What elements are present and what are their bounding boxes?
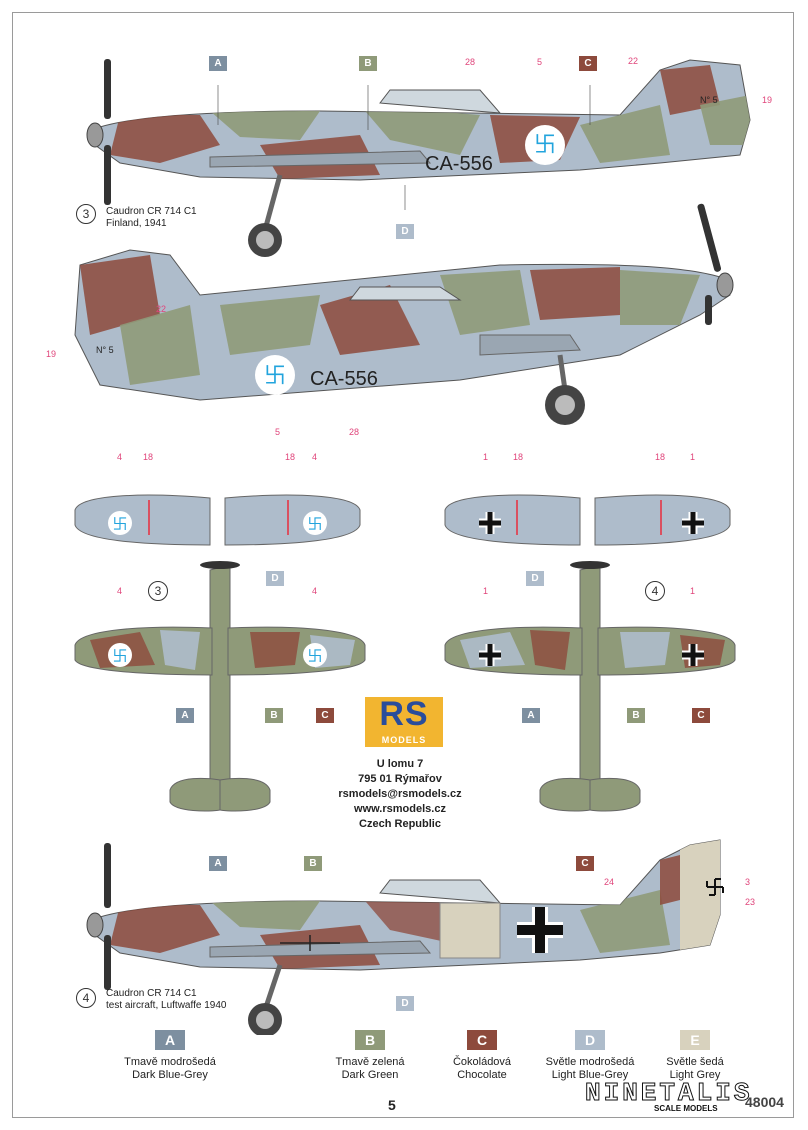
svg-text:卐: 卐	[307, 515, 322, 533]
callout-number: 4	[312, 586, 318, 596]
color-callout-B: B	[359, 56, 377, 71]
variant-number-4: 4	[76, 988, 96, 1008]
svg-text:N° 5: N° 5	[96, 345, 114, 355]
color-callout-D: D	[396, 224, 414, 239]
page-number: 5	[388, 1097, 396, 1113]
variant-number-3: 3	[148, 581, 168, 601]
color-callout-C: C	[316, 708, 334, 723]
svg-text:卐: 卐	[534, 133, 556, 158]
callout-number: 5	[537, 57, 543, 67]
callout-number: 28	[465, 57, 476, 67]
callout-number: 3	[745, 877, 751, 887]
legend-swatch-C: C	[467, 1030, 497, 1050]
callout-number: 24	[604, 877, 615, 887]
svg-text:卐: 卐	[264, 364, 286, 389]
callout-number: 1	[483, 452, 489, 462]
callout-number: 4	[312, 452, 318, 462]
publisher-address: U lomu 7 795 01 Rýmařov rsmodels@rsmodel…	[338, 758, 462, 830]
color-callout-B: B	[304, 856, 322, 871]
legend-swatch-D: D	[575, 1030, 605, 1050]
callout-number: 19	[762, 95, 773, 105]
rs-models-logo: RS MODELS	[365, 695, 443, 747]
color-callout-A: A	[209, 856, 227, 871]
callout-number: 1	[483, 586, 489, 596]
color-callout-A: A	[209, 56, 227, 71]
color-callout-B: B	[265, 708, 283, 723]
callout-number: 23	[745, 897, 756, 907]
legend-swatch-B: B	[355, 1030, 385, 1050]
svg-text:卐: 卐	[307, 647, 322, 665]
svg-text:N° 5: N° 5	[700, 95, 718, 105]
color-callout-D: D	[396, 996, 414, 1011]
callout-number: 18	[655, 452, 666, 462]
catalog-number: 48004	[745, 1094, 784, 1110]
callout-number: 28	[349, 427, 360, 437]
plan-views: 卐 卐 卐 卐	[74, 494, 736, 812]
color-callout-C: C	[579, 56, 597, 71]
page-frame	[12, 12, 794, 1118]
callout-number: 4	[117, 452, 123, 462]
callout-number: 18	[285, 452, 296, 462]
legend-swatch-E: E	[680, 1030, 710, 1050]
code-label-second: CA-556	[310, 368, 378, 390]
callout-number: 18	[143, 452, 154, 462]
aircraft-profile-3-right: 卐 CA-556 N° 5	[74, 203, 734, 425]
legend-swatch-A: A	[155, 1030, 185, 1050]
ninetalis-watermark: NINETALIS	[584, 1078, 753, 1109]
color-callout-C: C	[576, 856, 594, 871]
callout-number: 5	[275, 427, 281, 437]
color-callout-B: B	[627, 708, 645, 723]
callout-number: 1	[690, 586, 696, 596]
callout-number: 22	[156, 304, 167, 314]
color-callout-A: A	[522, 708, 540, 723]
code-label-top: CA-556	[425, 153, 493, 175]
aircraft-profile-4-left	[86, 839, 724, 1035]
callout-number: 22	[628, 56, 639, 66]
callout-number: 4	[117, 586, 123, 596]
color-callout-C: C	[692, 708, 710, 723]
aircraft-profile-3-left: 卐 CA-556 N° 5	[86, 59, 751, 257]
color-callout-D: D	[526, 571, 544, 586]
variant-number-3: 3	[76, 204, 96, 224]
variant-number-4: 4	[645, 581, 665, 601]
callout-number: 18	[513, 452, 524, 462]
svg-text:卐: 卐	[112, 515, 127, 533]
ninetalis-watermark-sub: SCALE MODELS	[654, 1104, 718, 1113]
callout-number: 19	[46, 349, 57, 359]
color-callout-A: A	[176, 708, 194, 723]
callout-number: 1	[690, 452, 696, 462]
color-callout-D: D	[266, 571, 284, 586]
svg-text:卐: 卐	[112, 647, 127, 665]
